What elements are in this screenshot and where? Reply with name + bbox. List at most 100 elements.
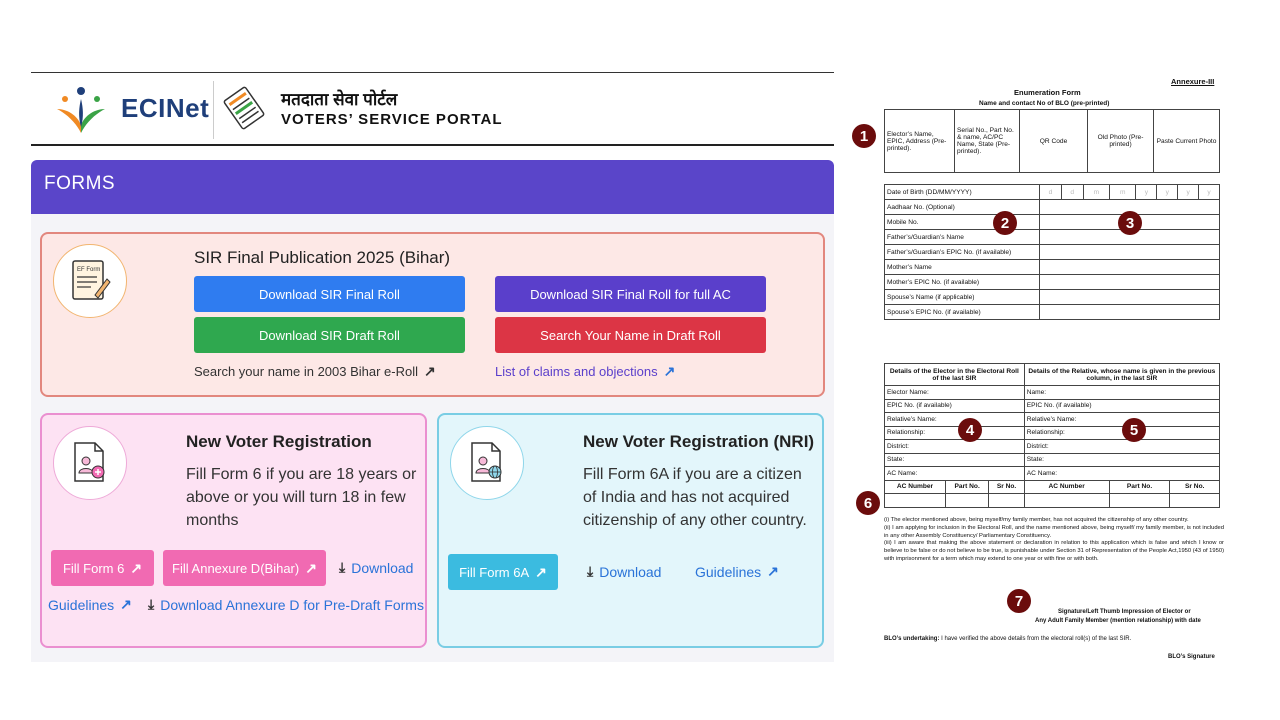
details-row-label: Mother’s Name <box>884 259 1040 275</box>
number-entry-cell[interactable] <box>1169 492 1220 508</box>
sir-header-right: Details of the Relative, whose name is g… <box>1023 363 1221 386</box>
details-row-label: Spouse’s Name (if applicable) <box>884 289 1040 305</box>
dob-digit-box[interactable]: m <box>1082 184 1111 200</box>
blo-undertaking: BLO’s undertaking: I have verified the a… <box>884 635 1131 644</box>
nvr-card-title: New Voter Registration <box>186 432 372 451</box>
ecinet-logo-text: ECINet <box>121 93 210 123</box>
sir-row: EPIC No. (if available)EPIC No. (if avai… <box>884 398 1221 413</box>
details-row-value[interactable] <box>1039 289 1220 305</box>
declaration-2: (ii) I am applying for inclusion in the … <box>884 524 1224 539</box>
nri-download-link[interactable]: ⤓ Download <box>587 563 661 580</box>
signature-line-2: Any Adult Family Member (mention relatio… <box>1035 618 1201 624</box>
dob-digit-box[interactable]: y <box>1177 184 1200 200</box>
details-row-label: Aadhaar No. (Optional) <box>884 199 1040 215</box>
details-row-label: Mother’s EPIC No. (if available) <box>884 274 1040 290</box>
download-sir-final-roll-full-ac-button[interactable]: Download SIR Final Roll for full AC <box>495 276 766 312</box>
header-divider <box>213 81 214 139</box>
details-row-value[interactable] <box>1039 304 1220 320</box>
details-row-label: Father’s/Guardian’s Name <box>884 229 1040 245</box>
number-entry-cell[interactable] <box>988 492 1025 508</box>
sir-row-left[interactable]: Relative’s Name: <box>884 412 1025 427</box>
details-row: Mother’s EPIC No. (if available) <box>884 274 1220 290</box>
marker-7: 7 <box>1007 589 1031 613</box>
fill-form6-button[interactable]: Fill Form 6 ↗ <box>51 550 154 586</box>
sir-row-right[interactable]: EPIC No. (if available) <box>1023 398 1221 413</box>
sir-header-row: Details of the Elector in the Electoral … <box>884 363 1221 386</box>
dob-digit-box[interactable]: d <box>1039 184 1062 200</box>
nri-guidelines-link[interactable]: Guidelines ↗ <box>695 563 779 580</box>
dob-digit-box[interactable]: y <box>1135 184 1158 200</box>
sir-row-left[interactable]: State: <box>884 452 1025 467</box>
details-row-label: Spouse’s EPIC No. (if available) <box>884 304 1040 320</box>
nri-card-description: Fill Form 6A if you are a citizen of Ind… <box>583 466 807 529</box>
download-icon: ⤓ <box>587 563 594 579</box>
sir-row-right[interactable]: Relationship: <box>1023 425 1221 440</box>
dob-digit-box[interactable]: y <box>1198 184 1220 200</box>
search-2003-eroll-link[interactable]: Search your name in 2003 Bihar e-Roll ↗ <box>194 363 436 380</box>
dob-digit-box[interactable]: y <box>1156 184 1179 200</box>
nvr-guidelines-link[interactable]: Guidelines ↗ <box>48 596 132 613</box>
number-entry-cell[interactable] <box>944 492 990 508</box>
details-row-value[interactable] <box>1039 244 1220 260</box>
external-link-icon: ↗ <box>663 363 676 379</box>
details-row-value[interactable] <box>1039 259 1220 275</box>
add-voter-document-icon <box>74 442 105 482</box>
fill-form6-label: Fill Form 6 <box>62 560 125 576</box>
dob-digit-box[interactable]: m <box>1109 184 1137 200</box>
claims-objections-link[interactable]: List of claims and objections ↗ <box>495 363 675 380</box>
sir-row-right[interactable]: Relative’s Name: <box>1023 412 1221 427</box>
download-annexure-d-link[interactable]: ⤓ Download Annexure D for Pre-Draft Form… <box>148 596 424 613</box>
nvr-download-label: Download <box>351 559 414 576</box>
forms-title: FORMS <box>44 173 116 194</box>
sir-header-left: Details of the Elector in the Electoral … <box>884 363 1025 386</box>
sir-row-left[interactable]: Elector Name: <box>884 385 1025 400</box>
sir-row: AC Name:AC Name: <box>884 466 1221 481</box>
external-link-icon: ↗ <box>424 363 436 379</box>
dob-digit-box[interactable]: d <box>1060 184 1084 200</box>
external-link-icon: ↗ <box>535 563 547 580</box>
sir-row-right[interactable]: District: <box>1023 439 1221 454</box>
number-entry-cell[interactable] <box>1108 492 1171 508</box>
form-subtitle: Name and contact No of BLO (pre-printed) <box>979 100 1110 107</box>
details-row: Father’s/Guardian’s EPIC No. (if availab… <box>884 244 1220 260</box>
sir-row: Relationship:Relationship: <box>884 425 1221 440</box>
top-info-table: Elector’s Name, EPIC, Address (Pre-print… <box>884 109 1220 173</box>
sir-row-left[interactable]: EPIC No. (if available) <box>884 398 1025 413</box>
sir-row-right[interactable]: AC Name: <box>1023 466 1221 481</box>
number-header-cell: Sr No. <box>1169 479 1220 494</box>
nri-card-title: New Voter Registration (NRI) <box>583 432 815 451</box>
enumeration-form: Annexure-III Enumeration Form Name and c… <box>836 50 1264 680</box>
details-row-value[interactable] <box>1039 274 1220 290</box>
sir-row-right[interactable]: Name: <box>1023 385 1221 400</box>
sir-row-left[interactable]: AC Name: <box>884 466 1025 481</box>
details-row: Mother’s Name <box>884 259 1220 275</box>
forms-section-bar: FORMS <box>31 160 834 214</box>
elector-cell: Elector’s Name, EPIC, Address (Pre-print… <box>884 109 955 173</box>
nvr-download-link[interactable]: ⤓ Download <box>339 559 413 576</box>
number-entry-cell[interactable] <box>884 492 946 508</box>
details-row: Spouse’s EPIC No. (if available) <box>884 304 1220 320</box>
sir-row: Elector Name:Name: <box>884 385 1221 400</box>
nri-guidelines-label: Guidelines <box>695 563 762 580</box>
external-link-icon: ↗ <box>130 559 143 576</box>
declaration-1: (i) The elector mentioned above, being m… <box>884 517 1189 523</box>
paste-photo-cell[interactable]: Paste Current Photo <box>1153 109 1220 173</box>
number-header-cell: AC Number <box>884 479 946 494</box>
fill-form6a-button[interactable]: Fill Form 6A ↗ <box>448 554 558 590</box>
number-entry-cell[interactable] <box>1023 492 1110 508</box>
fill-annexure-d-button[interactable]: Fill Annexure D(Bihar) ↗ <box>163 550 326 586</box>
form-title: Enumeration Form <box>1014 88 1081 97</box>
sir-row-left[interactable]: District: <box>884 439 1025 454</box>
search-2003-eroll-label: Search your name in 2003 Bihar e-Roll <box>194 364 419 379</box>
sir-row-left[interactable]: Relationship: <box>884 425 1025 440</box>
portal-name-hindi: मतदाता सेवा पोर्टल <box>281 90 398 109</box>
download-sir-final-roll-button[interactable]: Download SIR Final Roll <box>194 276 465 312</box>
sir-row-right[interactable]: State: <box>1023 452 1221 467</box>
download-sir-draft-roll-button[interactable]: Download SIR Draft Roll <box>194 317 465 353</box>
new-voter-registration-nri-card: New Voter Registration (NRI) Fill Form 6… <box>437 413 824 648</box>
search-name-draft-roll-button[interactable]: Search Your Name in Draft Roll <box>495 317 766 353</box>
number-entry-row <box>884 492 1220 508</box>
voters-portal-logo-icon <box>223 86 265 130</box>
form6-icon-circle <box>53 426 127 500</box>
